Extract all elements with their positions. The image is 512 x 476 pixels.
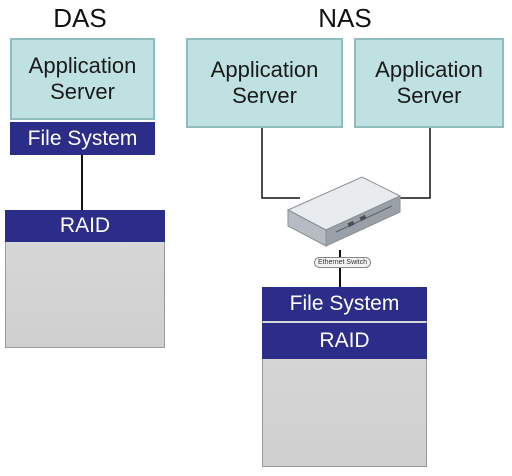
das-server-label-line1: Application (28, 52, 137, 78)
nas-connector-server2 (392, 128, 431, 199)
nas-file-system: File System (262, 287, 427, 321)
das-file-system: File System (10, 122, 155, 155)
nas-server1-label-line1: Application (210, 56, 319, 82)
ethernet-switch-icon (286, 176, 402, 247)
nas-heading: NAS (318, 3, 372, 33)
nas-raid: RAID (262, 323, 427, 359)
das-raid: RAID (5, 210, 165, 242)
nas-server2-label-line1: Application (375, 56, 483, 82)
ethernet-switch-label: Ethernet Switch (314, 257, 372, 268)
das-application-server: Application Server (10, 38, 155, 120)
nas-server2-label-line2: Server (396, 83, 462, 108)
nas-application-server-1: Application Server (186, 38, 343, 128)
nas-application-server-2: Application Server (354, 38, 504, 128)
das-heading: DAS (53, 3, 107, 33)
nas-server1-label-line2: Server (232, 83, 297, 108)
nas-connector-server1 (261, 128, 300, 199)
das-server-label-line2: Server (50, 79, 115, 104)
